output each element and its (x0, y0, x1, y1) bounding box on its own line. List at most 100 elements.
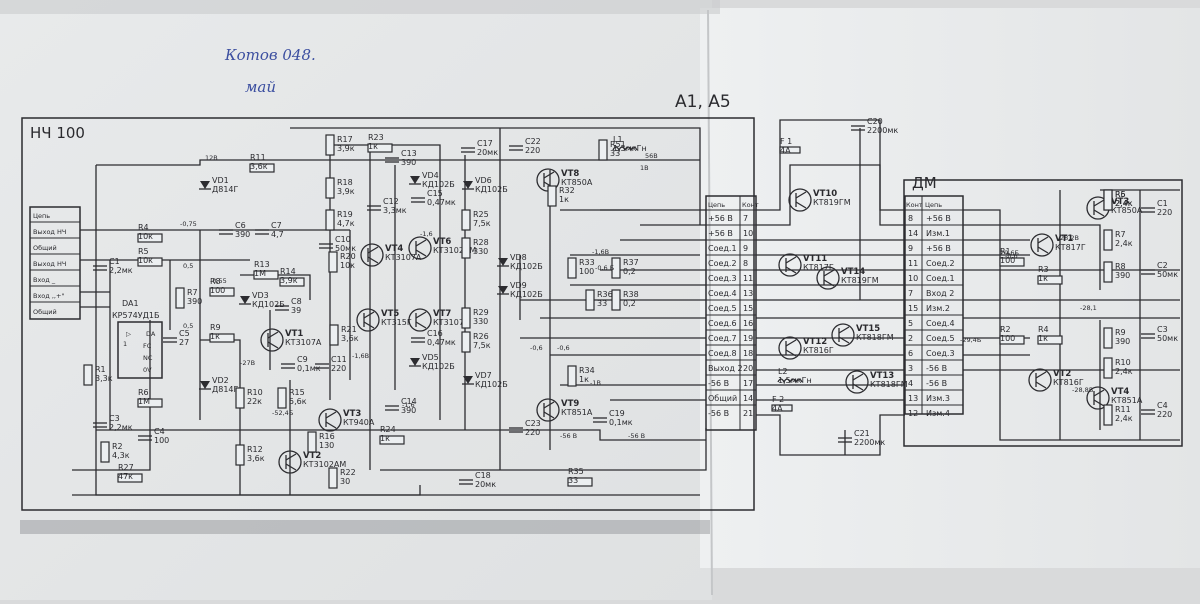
voltage-annotation: -1,6В (592, 248, 609, 256)
component-value: 50мк (1157, 334, 1178, 343)
component-value: 20мк (477, 148, 498, 157)
main-connector-pin: 21 (743, 409, 753, 418)
dm-connector-pin: 11 (908, 259, 918, 268)
handwritten-note-line2: май (245, 78, 276, 96)
component-ref: R25 (473, 210, 489, 219)
voltage-annotation: -0,75 (180, 220, 197, 228)
component-ref: C10 (335, 235, 351, 244)
paper-sheet-right (700, 8, 1200, 568)
component-ref: R23 (368, 133, 384, 142)
component-value: 7,5к (473, 341, 491, 350)
component-ref: R1 (1000, 247, 1011, 256)
component-ref: R37 (623, 258, 639, 267)
component-value: 100 (154, 436, 169, 445)
main-connector-pin: 17 (743, 379, 753, 388)
component-ref: R8 (1115, 262, 1126, 271)
component-value: 100 (1000, 256, 1015, 265)
component-ref: R29 (473, 308, 489, 317)
component-ref: VT4 (385, 244, 403, 254)
component-ref: VT12 (803, 337, 827, 347)
voltage-annotation: 0,5 (183, 322, 193, 330)
component-value: 39 (291, 306, 301, 315)
main-connector-signal: Соед.8 (708, 349, 737, 358)
component-ref: VT13 (870, 371, 894, 381)
component-value: 0,47мк (427, 198, 456, 207)
component-value: 2,4к (1115, 239, 1133, 248)
component-ref: VD3 (252, 291, 269, 300)
component-value: 2,4к (1115, 199, 1133, 208)
component-value: КТ819ГМ (813, 198, 851, 207)
main-connector-pin: 9 (743, 244, 748, 253)
component-value: КТ3102АМ (303, 460, 346, 469)
voltage-annotation: 29,6Б (1000, 249, 1019, 257)
component-value: 3,6к (250, 162, 268, 171)
component-value: КТ3102АМ (433, 246, 476, 255)
component-value: 100 (1000, 334, 1015, 343)
voltage-annotation: 1В (640, 164, 649, 172)
voltage-annotation: 28,2В (1060, 234, 1079, 242)
component-ref: L2 (778, 367, 788, 376)
main-connector-pin: 13 (743, 289, 753, 298)
component-value: Д814Г (212, 385, 239, 394)
main-connector-pin: 19 (743, 334, 753, 343)
component-ref: C5 (179, 329, 190, 338)
main-connector-pin: 7 (743, 214, 748, 223)
dm-connector-pin: 15 (908, 304, 918, 313)
component-value: 4А (772, 404, 783, 413)
component-ref: VD7 (475, 371, 492, 380)
svg-text:1: 1 (123, 340, 127, 348)
main-connector-signal: Соед.7 (708, 334, 737, 343)
component-value: 20мк (475, 480, 496, 489)
component-ref: VD4 (422, 171, 439, 180)
component-ref: R10 (247, 388, 263, 397)
component-value: КТ817Г (803, 263, 834, 272)
component-value: 3,6к (247, 454, 265, 463)
component-value: 2,2мк (109, 423, 133, 432)
component-value: КТ850А (561, 178, 593, 187)
component-ref: VD5 (422, 353, 439, 362)
component-ref: R20 (340, 252, 356, 261)
component-value: 2,2мк (109, 266, 133, 275)
component-value: 0,1мк (297, 364, 321, 373)
component-c9: C90,1мк (281, 355, 321, 373)
component-c1: C12,2мк (93, 257, 133, 275)
dm-connector-signal: Вход 2 (926, 289, 954, 298)
main-connector-signal: -56 В (708, 409, 729, 418)
component-value: КД102Б (422, 362, 455, 371)
dm-connector-pin: 2 (908, 334, 913, 343)
component-value: 390 (187, 297, 202, 306)
component-ref: R34 (579, 366, 595, 375)
component-value: 220 (331, 364, 346, 373)
voltage-annotation: 12В (205, 154, 218, 162)
component-value: 33 (568, 476, 578, 485)
voltage-annotation: -1,6В (352, 352, 369, 360)
component-value: 220 (1157, 208, 1172, 217)
component-value: 100 (210, 286, 225, 295)
component-value: 4,3к (112, 451, 130, 460)
